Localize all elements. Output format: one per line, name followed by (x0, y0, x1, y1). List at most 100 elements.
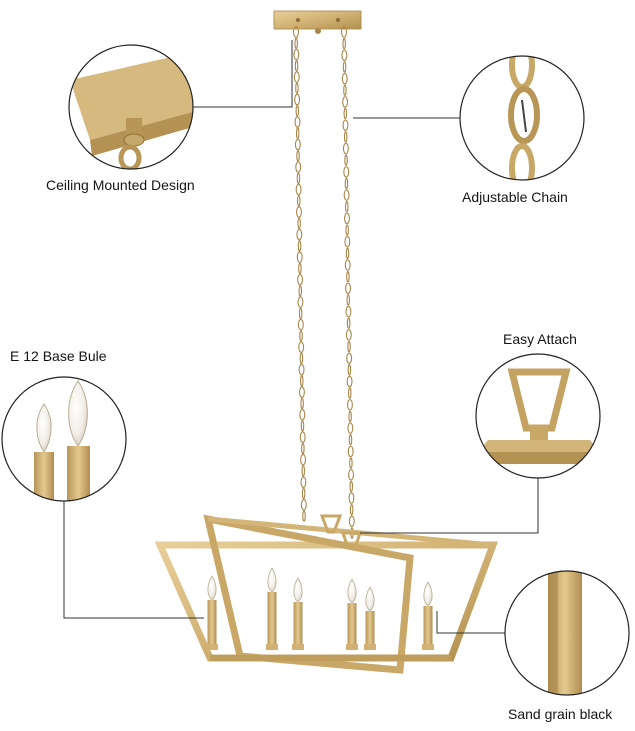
chain-link (348, 492, 355, 504)
chain-left (293, 26, 307, 522)
candle-cup (364, 644, 376, 650)
chain-link (344, 212, 350, 225)
chain-link (293, 71, 300, 83)
chain-link (343, 131, 348, 143)
chain-right (341, 26, 355, 539)
chain-link (298, 307, 303, 320)
chain-link (346, 317, 351, 330)
chain-link (294, 37, 298, 50)
chain-link (349, 503, 354, 516)
bulb-base-label: E 12 Base Bule (10, 348, 107, 364)
chain-link (345, 329, 352, 341)
ceiling-detail-circle (68, 44, 194, 170)
chain-link (300, 498, 307, 511)
chain-link (296, 251, 303, 263)
candle-cup (266, 644, 278, 650)
candle-sleeve (293, 602, 303, 646)
chain-link (300, 476, 307, 488)
chain-link (341, 72, 348, 85)
chain-link (302, 510, 306, 522)
chain-link (301, 442, 305, 455)
chain-link (342, 96, 349, 108)
finish-label: Sand grain black (508, 706, 613, 722)
candle-bulb (267, 567, 277, 593)
chain-link (347, 422, 354, 434)
chain-link (295, 183, 302, 196)
chain-link (344, 259, 351, 271)
chain-link (342, 119, 349, 131)
chain-link (348, 410, 352, 423)
chain-link (348, 434, 353, 446)
candle-bulb (347, 578, 357, 604)
chain-link (294, 60, 299, 72)
chain-link (296, 228, 303, 241)
chain-link (344, 177, 349, 190)
candle-cup (422, 644, 434, 650)
adjustable-chain-label: Adjustable Chain (462, 189, 568, 205)
chain-link (348, 468, 355, 481)
chain-link (300, 397, 304, 410)
finish-detail-circle (504, 570, 630, 696)
chain-link (345, 305, 352, 318)
chain-link (301, 487, 306, 500)
chain-link (295, 127, 300, 140)
candle-sleeve (347, 603, 357, 646)
chain-link (344, 235, 351, 248)
bulb-detail-circle (1, 376, 127, 502)
chain-link (342, 37, 346, 50)
chain-link (297, 273, 304, 286)
chain-link (343, 84, 347, 97)
chain-link (295, 82, 299, 95)
chain-link (300, 453, 307, 466)
chain-link (345, 201, 349, 213)
chain-link (296, 206, 302, 218)
chain-link (345, 282, 352, 295)
chain-link (343, 189, 350, 201)
candle-cup (206, 644, 218, 650)
chandelier-frame (154, 514, 499, 674)
chain-link (344, 154, 348, 166)
chain-link (297, 296, 304, 308)
chain-link (342, 61, 347, 73)
candle-bulb (207, 575, 217, 601)
chain-link (348, 515, 355, 528)
chain-link (298, 363, 305, 376)
chain-link (342, 142, 349, 155)
candle-sleeve (423, 606, 433, 646)
chain-link (299, 330, 303, 342)
chain-link (299, 386, 305, 398)
chain-link (347, 340, 351, 353)
chain-link (301, 465, 306, 477)
easy-attach-label: Easy Attach (503, 331, 577, 347)
chain-link (296, 150, 300, 162)
chain-link (299, 408, 306, 421)
chain-link (297, 195, 301, 207)
chain-link (297, 240, 302, 252)
chain-link (300, 375, 304, 387)
candle-cup (346, 644, 358, 650)
chain-link (294, 93, 301, 106)
candle-sleeve (365, 611, 375, 646)
chain-link (349, 457, 353, 469)
chain-link (348, 387, 352, 399)
chain-link (298, 285, 303, 297)
chain-detail-circle (459, 55, 585, 181)
candle-bulb (423, 581, 433, 607)
chain-link (294, 116, 301, 128)
chain-link (293, 48, 300, 61)
chain-link (343, 166, 350, 178)
chain-link (347, 399, 353, 411)
candle-bulbs (206, 567, 434, 650)
candle-sleeve (207, 600, 217, 646)
chain-link (298, 341, 305, 353)
ceiling-mounted-label: Ceiling Mounted Design (46, 177, 195, 193)
chain-link (343, 107, 348, 120)
candle-bulb (365, 586, 375, 612)
chain-link (346, 352, 353, 364)
chain-link (293, 26, 299, 38)
chain-link (297, 217, 301, 230)
chain-link (345, 224, 349, 236)
candle-bulb (293, 577, 303, 603)
